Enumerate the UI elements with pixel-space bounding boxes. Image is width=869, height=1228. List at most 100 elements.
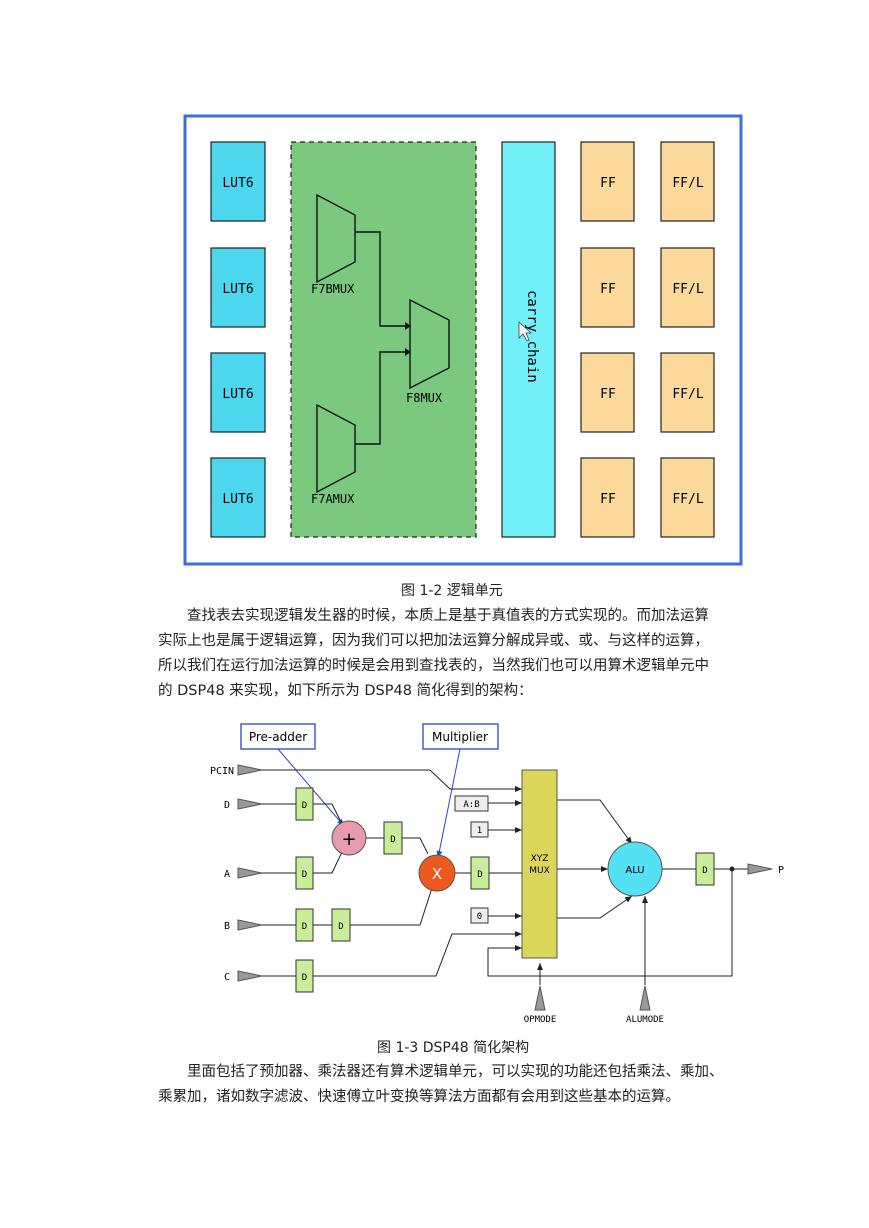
lut-box	[210, 352, 266, 433]
multiplier-node	[418, 854, 456, 892]
register-label: D	[390, 835, 395, 845]
register	[331, 908, 351, 942]
input-arrow	[237, 919, 263, 931]
lut-box	[210, 141, 266, 222]
ffl-label: FF/L	[672, 387, 703, 402]
xyz-mux-label-line2: MUX	[529, 866, 550, 876]
ff-label: FF	[600, 176, 616, 191]
f7amux-label: F7AMUX	[311, 492, 355, 506]
register	[695, 852, 715, 886]
ff-box	[580, 247, 635, 328]
preadder-symbol: +	[341, 829, 356, 850]
mux-input-zero-label: 0	[477, 912, 482, 922]
alu-label: ALU	[625, 865, 644, 876]
input-arrow	[237, 764, 263, 776]
multiplier-symbol: X	[432, 865, 442, 883]
ff-label: FF	[600, 387, 616, 402]
register	[295, 959, 314, 993]
mux-input-ab	[454, 795, 489, 812]
register-label: D	[338, 922, 343, 932]
lut-label: LUT6	[222, 176, 253, 191]
lut-label: LUT6	[222, 492, 253, 507]
figure2-caption: 图 1-3 DSP48 简化架构	[377, 1040, 530, 1056]
f8mux-shape	[409, 298, 450, 390]
preadder-node	[331, 820, 367, 856]
register-label: D	[302, 922, 307, 932]
lut-box	[210, 247, 266, 328]
mux-input-one	[470, 821, 489, 838]
f7bmux-label: F7BMUX	[311, 282, 355, 296]
input-label-c: C	[224, 972, 230, 983]
register	[295, 908, 314, 942]
f7bmux-shape	[316, 193, 356, 284]
lut-column: LUT6 LUT6 LUT6 LUT6	[210, 141, 266, 538]
output-junction	[729, 866, 735, 872]
xyz-mux-label-line1: XYZ	[531, 854, 549, 864]
carry-chain-label: carry chain	[524, 290, 540, 383]
control-label-opmode: OPMODE	[524, 1015, 557, 1025]
ffl-box	[660, 457, 715, 538]
output-arrow	[747, 863, 773, 875]
f8mux-label: F8MUX	[406, 391, 443, 405]
output-label: P	[778, 865, 784, 876]
dsp-wires	[262, 769, 748, 985]
ff-column: FF FF FF FF	[580, 141, 635, 538]
input-label-a: A	[224, 869, 230, 880]
control-arrow	[639, 985, 651, 1011]
paragraph-line: 里面包括了预加器、乘法器还有算术逻辑单元，可以实现的功能还包括乘法、乘加、	[187, 1064, 724, 1080]
register-label: D	[477, 870, 482, 880]
ffl-label: FF/L	[672, 492, 703, 507]
register	[470, 856, 490, 890]
paragraph-line: 的 DSP48 来实现，如下所示为 DSP48 简化得到的架构：	[158, 683, 533, 699]
multiplier-pointer	[436, 748, 461, 859]
ff-box	[580, 457, 635, 538]
register	[295, 787, 314, 821]
wire-arrow	[405, 348, 411, 356]
paragraph-1: 查找表去实现逻辑发生器的时候，本质上是基于真值表的方式实现的。而加法运算 实际上…	[158, 604, 743, 704]
input-label-b: B	[224, 921, 230, 932]
lut-box	[210, 457, 266, 538]
mux-input-one-label: 1	[477, 826, 482, 836]
ffl-box	[660, 352, 715, 433]
paragraph-line: 所以我们在运行加法运算的时候是会用到查找表的，当然我们也可以用算术逻辑单元中	[158, 658, 709, 674]
mux-input-ab-label: A:B	[463, 800, 479, 810]
figure1-caption: 图 1-2 逻辑单元	[401, 583, 503, 599]
mux-wires	[355, 231, 405, 445]
cursor-icon	[518, 321, 533, 342]
mux-input-zero	[470, 907, 489, 924]
multiplier-callout-label: Multiplier	[432, 730, 488, 744]
preadder-pointer	[277, 748, 345, 827]
register-label: D	[302, 973, 307, 983]
ff-label: FF	[600, 282, 616, 297]
register	[295, 856, 314, 890]
ff-box	[580, 352, 635, 433]
input-arrow	[237, 798, 263, 810]
control-arrow	[534, 985, 546, 1011]
alu-node	[607, 841, 663, 897]
wire-arrow	[405, 322, 411, 330]
register	[383, 821, 403, 855]
lut-label: LUT6	[222, 282, 253, 297]
input-label-pcin: PCIN	[210, 766, 234, 777]
lut-label: LUT6	[222, 387, 253, 402]
paragraph-line: 乘累加，诸如数字滤波、快速傅立叶变换等算法方面都有会用到这些基本的运算。	[158, 1089, 680, 1105]
ff-box	[580, 141, 635, 222]
input-arrow	[237, 970, 263, 982]
paragraph-line: 实际上也是属于逻辑运算，因为我们可以把加法运算分解成异或、或、与这样的运算，	[158, 633, 709, 649]
register-label: D	[702, 866, 707, 876]
paragraph-line: 查找表去实现逻辑发生器的时候，本质上是基于真值表的方式实现的。而加法运算	[187, 608, 709, 624]
ffl-label: FF/L	[672, 282, 703, 297]
ff-label: FF	[600, 492, 616, 507]
input-label-d: D	[224, 800, 230, 811]
control-label-alumode: ALUMODE	[626, 1015, 664, 1025]
ffl-label: FF/L	[672, 176, 703, 191]
preadder-callout-label: Pre-adder	[249, 730, 307, 744]
logic-slice-figure: LUT6 LUT6 LUT6 LUT6 F7BMUX F7AMUX F8MUX …	[183, 114, 743, 566]
f7amux-shape	[316, 403, 356, 494]
register-boxes: D D D D D D D D	[295, 787, 715, 993]
paragraph-2: 里面包括了预加器、乘法器还有算术逻辑单元，可以实现的功能还包括乘法、乘加、 乘累…	[158, 1060, 743, 1110]
xyz-mux-block	[521, 769, 558, 959]
register-label: D	[302, 801, 307, 811]
ffl-column: FF/L FF/L FF/L FF/L	[660, 141, 715, 538]
ffl-box	[660, 141, 715, 222]
